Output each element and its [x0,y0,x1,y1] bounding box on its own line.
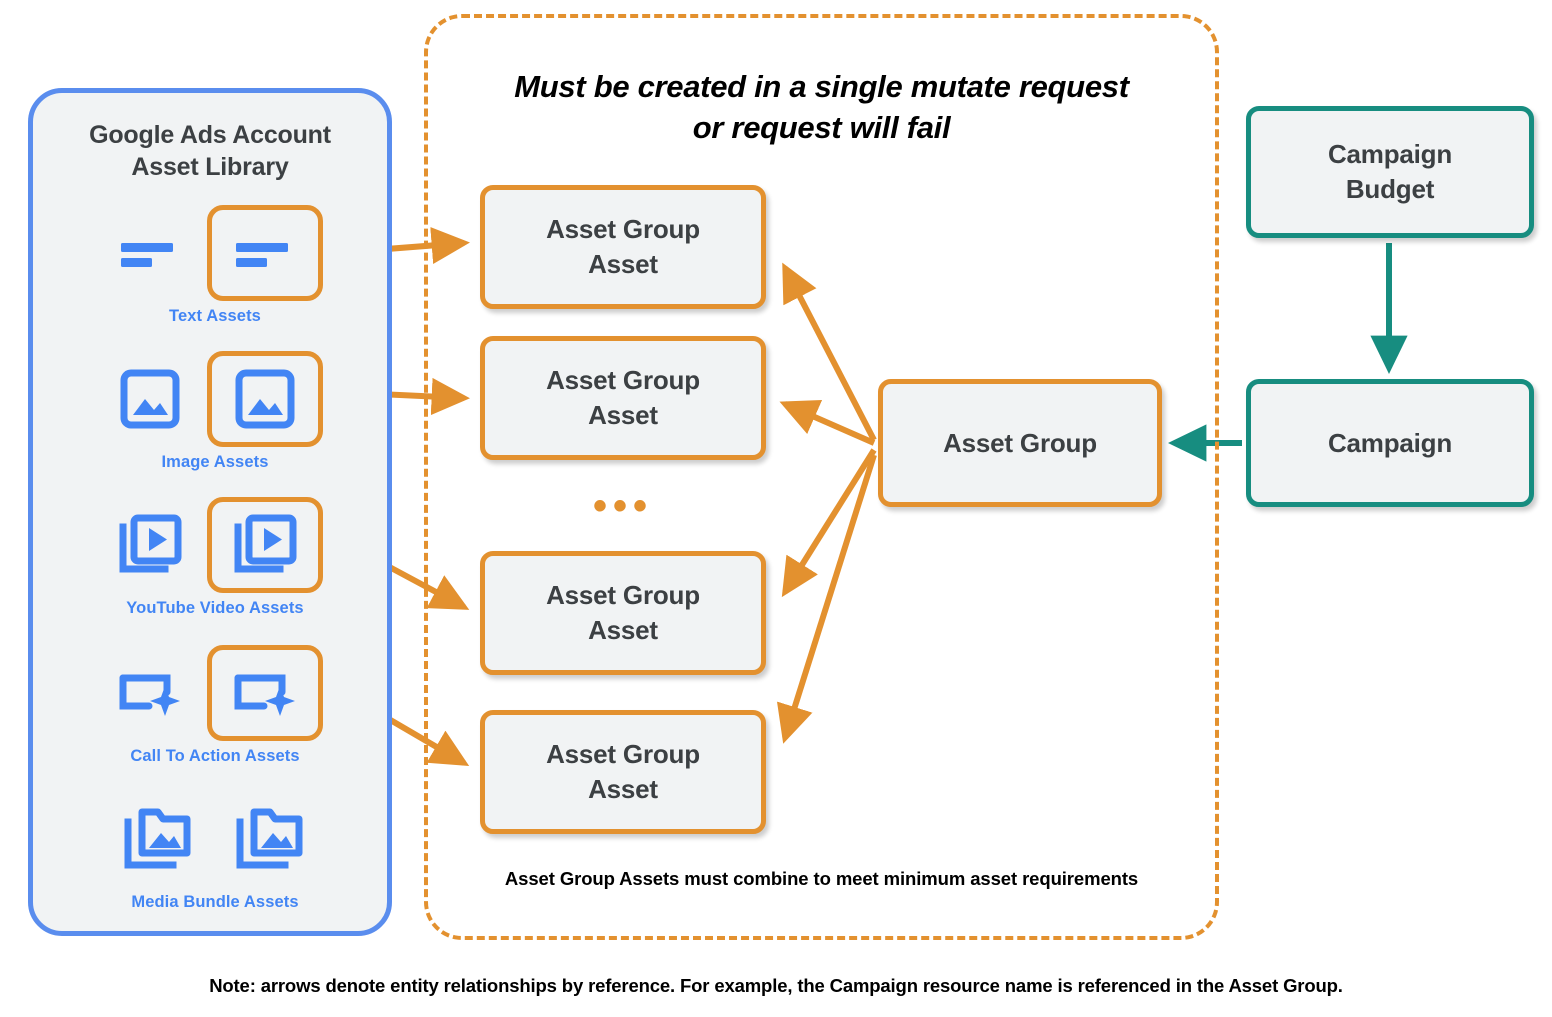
diagram-note: Note: arrows denote entity relationships… [209,975,1343,996]
node-label: Asset Group [943,427,1097,458]
node-label: Campaign [1327,427,1453,458]
text-lines-icon [107,210,193,296]
mutate-heading-line2: or request will fail [692,110,951,146]
node-label: Asset Group Asset [546,737,700,807]
mutate-footnote: Asset Group Assets must combine to meet … [504,868,1139,889]
asset-row-image: Image Assets [33,347,397,497]
media-bundle-icon [116,796,202,882]
node-label: Asset Group Asset [546,212,700,282]
asset-row-media-bundle: Media Bundle Assets [33,787,397,937]
node-label-line1: Asset Group [546,365,700,396]
asset-caption-image: Image Assets [161,453,269,471]
asset-caption-video: YouTube Video Assets [126,599,304,617]
call-to-action-icon [107,650,193,736]
node-label: Campaign Budget [1328,137,1452,207]
mutate-heading-line1: Must be created in a single mutate reque… [514,69,1129,104]
campaign-budget-node[interactable]: Campaign Budget [1246,106,1534,238]
mutate-heading: Must be created in a single mutate reque… [458,66,1185,148]
campaign-node[interactable]: Campaign [1246,379,1534,507]
asset-caption-cta: Call To Action Assets [130,747,300,765]
video-stack-icon [107,502,193,588]
asset-library-panel: Google Ads Account Asset Library [28,88,392,936]
node-label-line2: Asset [588,249,658,279]
node-label-line2: Asset [588,774,658,804]
node-label-line1: Asset Group [546,739,700,770]
asset-group-asset-node-2[interactable]: Asset Group Asset [480,336,766,460]
node-label: Asset Group Asset [546,578,700,648]
media-bundle-icon-2 [228,796,314,882]
text-lines-icon-highlighted[interactable] [207,205,323,301]
image-icon [107,356,193,442]
node-label-line2: Asset [588,615,658,645]
asset-caption-text: Text Assets [169,307,261,325]
node-label-line1: Campaign [1327,139,1453,170]
asset-row-text: Text Assets [33,201,397,351]
asset-caption-media-bundle: Media Bundle Assets [131,893,299,911]
image-icon-highlighted[interactable] [207,351,323,447]
node-label-line2: Budget [1345,174,1435,204]
asset-row-cta: Call To Action Assets [33,641,397,791]
asset-row-video: YouTube Video Assets [33,493,397,643]
ellipsis-indicator: ••• [592,484,653,528]
node-label: Asset Group Asset [546,363,700,433]
library-title-line1: Google Ads Account [89,121,331,149]
mutate-request-container: Must be created in a single mutate reque… [424,14,1219,940]
library-title: Google Ads Account Asset Library [33,119,387,183]
asset-group-node[interactable]: Asset Group [878,379,1162,507]
library-title-line2: Asset Library [131,153,289,181]
node-label-line2: Asset [588,400,658,430]
asset-group-asset-node-3[interactable]: Asset Group Asset [480,551,766,675]
node-label-line1: Asset Group [546,214,700,245]
node-label-line1: Asset Group [546,580,700,611]
video-stack-icon-highlighted[interactable] [207,497,323,593]
asset-group-asset-node-4[interactable]: Asset Group Asset [480,710,766,834]
asset-group-asset-node-1[interactable]: Asset Group Asset [480,185,766,309]
call-to-action-icon-highlighted[interactable] [207,645,323,741]
